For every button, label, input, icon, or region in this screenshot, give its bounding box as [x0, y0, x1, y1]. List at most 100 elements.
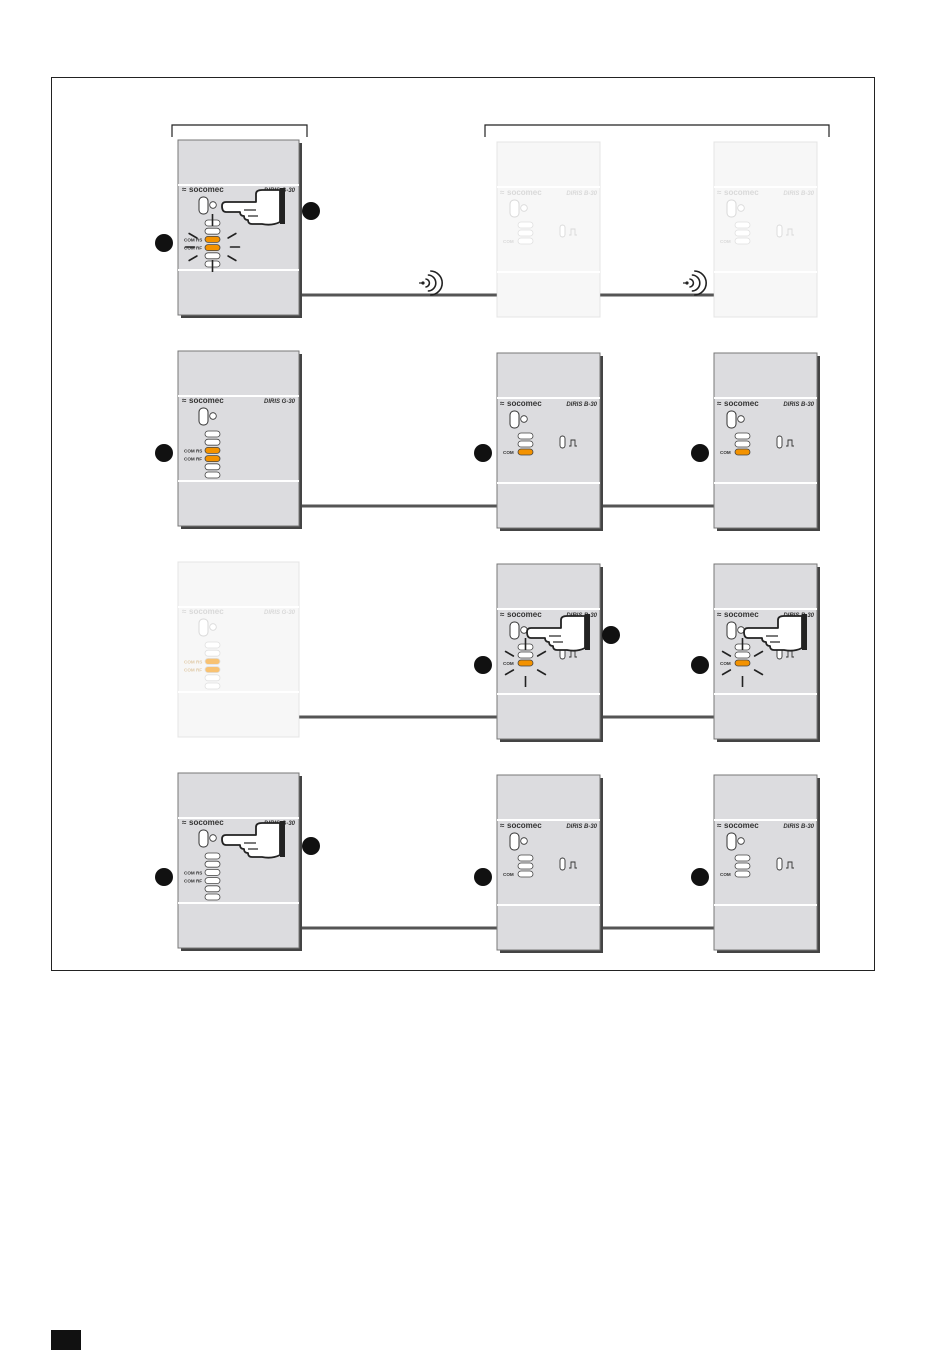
led: [517, 432, 534, 440]
com-rs-label: COM RS: [184, 870, 202, 875]
hand-pointer-icon: [526, 614, 590, 652]
device-body: [177, 139, 300, 316]
setup-button: [198, 407, 209, 426]
model-label: DIRIS B-30: [566, 191, 597, 197]
device-body: [496, 352, 601, 529]
brand-label: socomec: [507, 188, 542, 197]
radio-arc: [694, 270, 707, 296]
com-label: COM: [503, 450, 514, 455]
led: [734, 651, 751, 659]
hand-outline: [743, 615, 803, 652]
pulse-icon: [786, 439, 794, 447]
brand-label: socomec: [724, 399, 759, 408]
led: [204, 649, 221, 657]
led: [517, 870, 534, 878]
modules-bracket: [484, 124, 830, 137]
led: [517, 440, 534, 448]
blink-ray: [721, 669, 732, 676]
led: [204, 869, 221, 876]
socomec-logo-mark: ≈: [500, 821, 505, 830]
pulse-slot: [559, 857, 566, 871]
indicator-led: [737, 415, 745, 423]
led: [204, 674, 221, 682]
socomec-logo-mark: ≈: [182, 185, 187, 194]
hand-outline: [221, 189, 281, 226]
blink-ray: [753, 669, 764, 676]
blink-ray: [227, 232, 237, 239]
pulse-icon: [786, 861, 794, 869]
led-active: [204, 455, 221, 463]
socomec-logo-mark: ≈: [182, 607, 187, 616]
led: [517, 221, 534, 229]
blink-ray: [721, 650, 732, 657]
hand-cuff: [585, 614, 590, 650]
indicator-led: [209, 201, 217, 209]
led: [204, 852, 221, 860]
blink-ray: [227, 255, 237, 262]
setup-button: [726, 832, 737, 851]
led: [204, 877, 221, 884]
com-rs-label: COM RS: [184, 659, 202, 664]
led: [734, 221, 751, 229]
pulse-slot: [776, 224, 783, 238]
radio-waves-icon: [419, 270, 443, 296]
led-active: [734, 659, 751, 667]
radio-arc: [691, 274, 701, 292]
step-marker-icon: [302, 202, 320, 220]
indicator-led: [209, 412, 217, 420]
device-body: [713, 352, 818, 529]
indicator-led: [737, 204, 745, 212]
pulse-icon: [569, 861, 577, 869]
device-body: [496, 774, 601, 951]
hand-outline: [526, 615, 586, 652]
led: [517, 229, 534, 237]
com-label: COM: [503, 872, 514, 877]
blink-ray: [753, 650, 764, 657]
led: [204, 893, 221, 901]
brand-label: socomec: [189, 818, 224, 827]
indicator-led: [209, 834, 217, 842]
led: [204, 682, 221, 690]
step-marker-icon: [155, 868, 173, 886]
com-rf-label: COM RF: [184, 879, 202, 884]
device-body: [713, 563, 818, 740]
device-body: [177, 350, 300, 527]
socomec-logo-mark: ≈: [717, 399, 722, 408]
step-marker-icon: [602, 626, 620, 644]
radio-arc: [689, 278, 695, 288]
blink-rays-icon: [504, 650, 547, 676]
led: [734, 870, 751, 878]
pulse-slot: [559, 224, 566, 238]
led: [734, 432, 751, 440]
radio-dot: [421, 281, 425, 285]
led-active: [204, 235, 221, 243]
device-body: [496, 563, 601, 740]
model-label: DIRIS B-30: [566, 824, 597, 830]
brand-label: socomec: [189, 396, 224, 405]
brand-label: socomec: [507, 821, 542, 830]
device-body: [713, 141, 818, 318]
led: [204, 641, 221, 649]
led-active: [517, 448, 534, 456]
blink-ray: [188, 232, 198, 239]
device-body: [177, 561, 300, 738]
pulse-icon: [569, 228, 577, 236]
led: [734, 854, 751, 862]
socomec-logo-mark: ≈: [717, 188, 722, 197]
model-label: DIRIS B-30: [783, 824, 814, 830]
led: [204, 463, 221, 471]
pulse-slot: [776, 857, 783, 871]
blink-ray: [536, 669, 547, 676]
step-marker-icon: [474, 444, 492, 462]
step-marker-icon: [302, 837, 320, 855]
